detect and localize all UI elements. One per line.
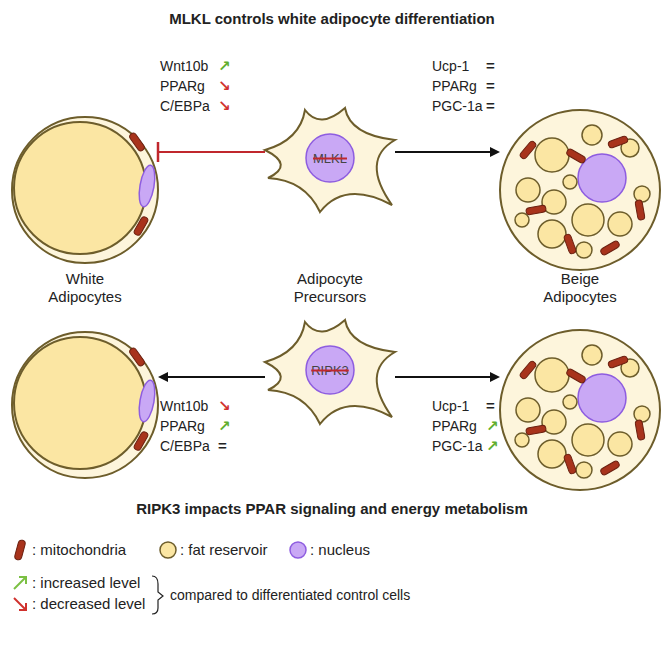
gene-name: PPARg <box>160 76 205 96</box>
connector-line <box>166 376 265 378</box>
gene-name: Ucp-1 <box>432 396 469 416</box>
level-mark: = <box>486 56 495 76</box>
legend-text: : increased level <box>32 573 140 593</box>
gene-name: PPARg <box>432 76 477 96</box>
arrow-connector <box>158 372 265 382</box>
gene-name: Wnt10b <box>160 396 208 416</box>
level-mark: = <box>218 436 227 456</box>
legend-text: : nucleus <box>310 540 370 560</box>
gene-name: PPARg <box>160 416 205 436</box>
beige-adipocyte: Beige Adipocytes <box>500 110 660 270</box>
gene-name: PGC-1a <box>432 96 483 116</box>
connector-line <box>395 151 492 153</box>
caption: RIPK3 impacts PPAR signaling and energy … <box>0 500 664 517</box>
arrow-connector <box>395 147 500 157</box>
legend-text: : decreased level <box>32 594 145 614</box>
connector-line <box>395 376 492 378</box>
gene-name: C/EBPa <box>160 436 210 456</box>
level-mark: ↘ <box>218 396 231 416</box>
inhibition-connector <box>158 142 265 162</box>
gene-name: C/EBPa <box>160 96 210 116</box>
gene-name: Wnt10b <box>160 56 208 76</box>
level-mark: ↗ <box>218 56 231 76</box>
cell-label: Beige Adipocytes <box>525 270 635 306</box>
cell-label: White Adipocytes <box>30 270 140 306</box>
gene-name: PGC-1a <box>432 436 483 456</box>
gene-label: RIPK3 <box>311 363 349 378</box>
precursor-cell: MLKLAdipocyte Precursors <box>265 105 395 217</box>
legend-text: : fat reservoir <box>180 540 268 560</box>
gene-name: PPARg <box>432 416 477 436</box>
arrow-connector <box>395 372 500 382</box>
level-mark: = <box>486 96 495 116</box>
gene-name: Ucp-1 <box>432 56 469 76</box>
connector-line <box>158 151 265 153</box>
white-adipocyte <box>12 332 158 478</box>
level-mark: ↗ <box>486 436 499 456</box>
level-mark: ↘ <box>218 76 231 96</box>
precursor-cell: RIPK3 <box>265 317 395 429</box>
legend-note: compared to differentiated control cells <box>170 585 410 605</box>
legend-text: : mitochondria <box>32 540 126 560</box>
title: MLKL controls white adipocyte differenti… <box>0 10 664 27</box>
level-mark: ↗ <box>486 416 499 436</box>
cell-label: Adipocyte Precursors <box>270 270 390 306</box>
level-mark: ↗ <box>218 416 231 436</box>
beige-adipocyte <box>500 330 660 490</box>
level-mark: ↘ <box>218 96 231 116</box>
gene-label: MLKL <box>313 151 347 166</box>
level-mark: = <box>486 76 495 96</box>
level-mark: = <box>486 396 495 416</box>
white-adipocyte: White Adipocytes <box>12 117 158 263</box>
